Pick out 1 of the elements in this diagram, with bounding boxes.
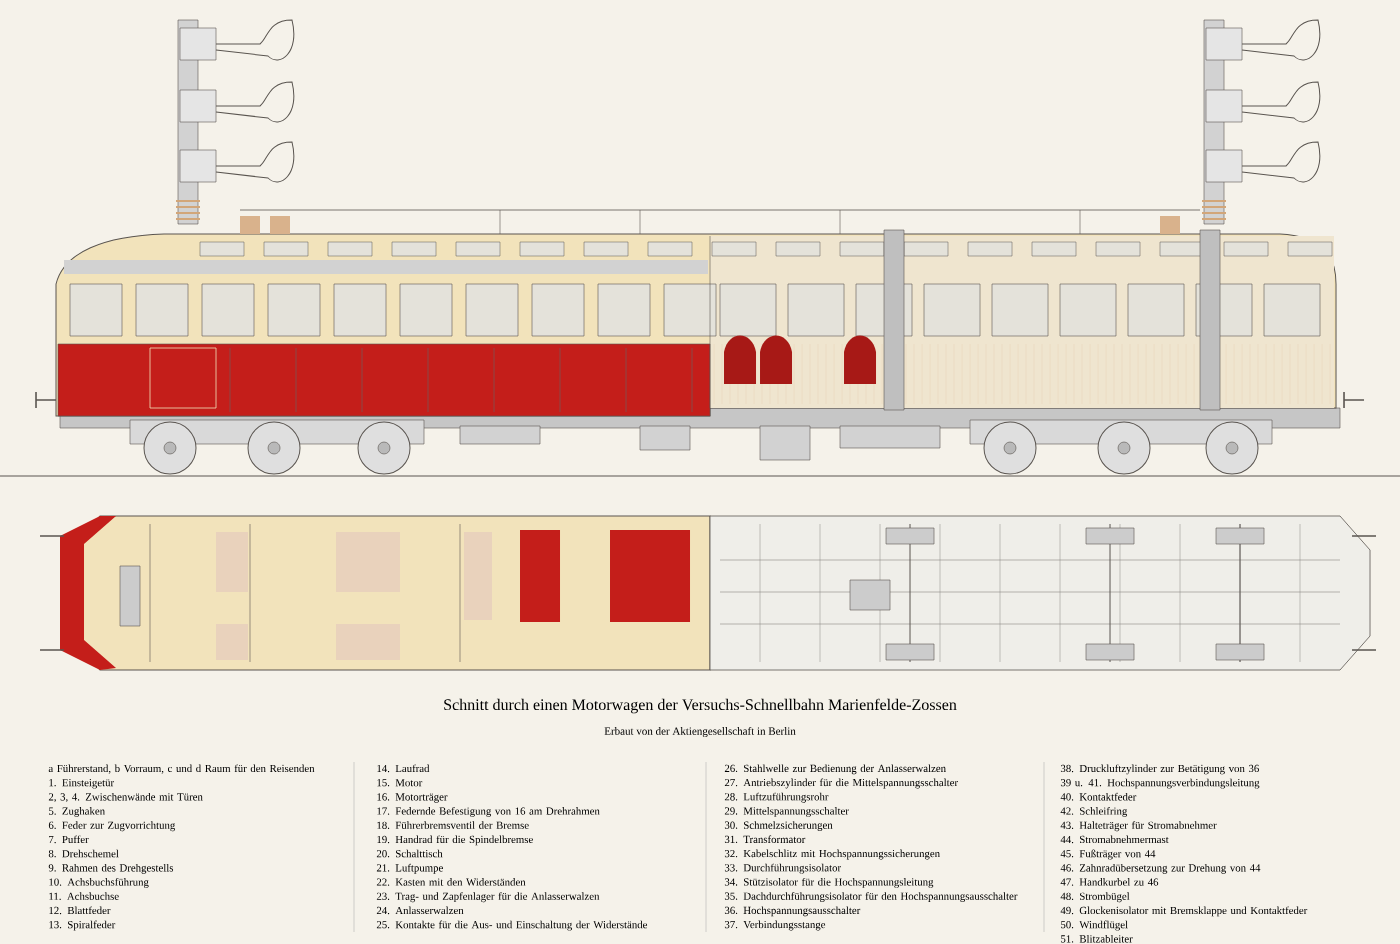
title: Schnitt durch einen Motorwagen der Versuchs-Schnellbahn Marienfelde-Zossen — [444, 698, 957, 714]
